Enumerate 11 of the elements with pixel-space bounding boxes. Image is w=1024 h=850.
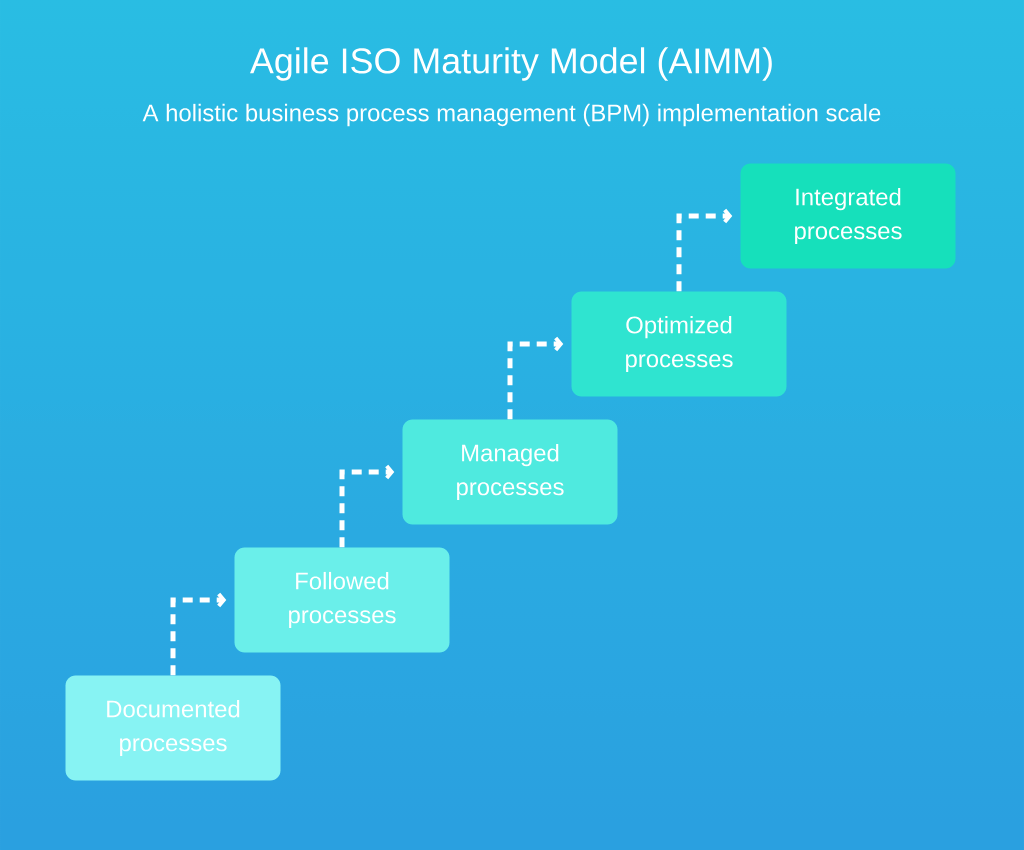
title: Agile ISO Maturity Model (AIMM): [250, 47, 772, 81]
arrow: [676, 208, 733, 292]
process-box: Managed processes: [402, 419, 618, 525]
arrow: [507, 336, 564, 420]
process-box: Documented processes: [65, 675, 281, 781]
arrow: [170, 592, 227, 676]
process-box: Optimized processes: [571, 291, 787, 397]
subtitle: A holistic business process management (BPM) implementation scale: [142, 103, 881, 127]
process-box: Followed processes: [234, 547, 450, 653]
arrow: [339, 464, 395, 548]
process-box: Integrated processes: [740, 163, 956, 269]
